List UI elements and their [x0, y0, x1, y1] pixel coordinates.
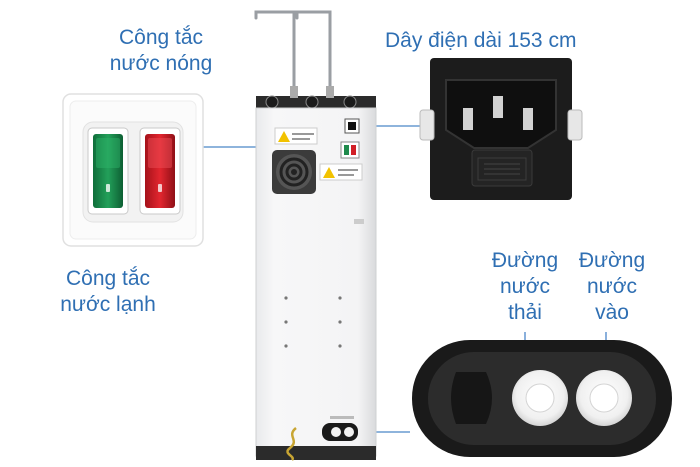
hot-switch-label-line-2: nước nóng: [109, 52, 213, 75]
hot-switch-label-line-1: Công tắc: [118, 26, 204, 49]
inlet-water-label-line-3: vào: [595, 301, 629, 324]
cold-switch-label-line-2: nước lạnh: [60, 293, 156, 316]
faucets: [254, 10, 332, 92]
switch-plate: [62, 93, 204, 247]
waste-water-label: Đường nước thải: [475, 248, 575, 326]
cold-switch-label-line-1: Công tắc: [65, 267, 151, 290]
power-socket: [419, 58, 583, 200]
power-cord-label: Dây điện dài 153 cm: [385, 29, 577, 52]
hot-switch-label: Công tắc nước nóng: [86, 25, 236, 77]
waste-water-label-line-2: nước: [499, 275, 550, 298]
cabinet-body: [255, 107, 377, 461]
red-switch: [145, 134, 175, 208]
waste-water-label-line-3: thải: [508, 301, 542, 324]
cabinet-top: [256, 86, 376, 109]
inlet-water-label: Đường nước vào: [562, 248, 662, 326]
green-switch: [93, 134, 123, 208]
inlet-water-label-line-2: nước: [586, 275, 637, 298]
inlet-water-label-line-1: Đường: [578, 249, 646, 272]
water-ports: [412, 340, 672, 457]
cold-switch-label: Công tắc nước lạnh: [33, 266, 183, 318]
waste-water-label-line-1: Đường: [491, 249, 559, 272]
